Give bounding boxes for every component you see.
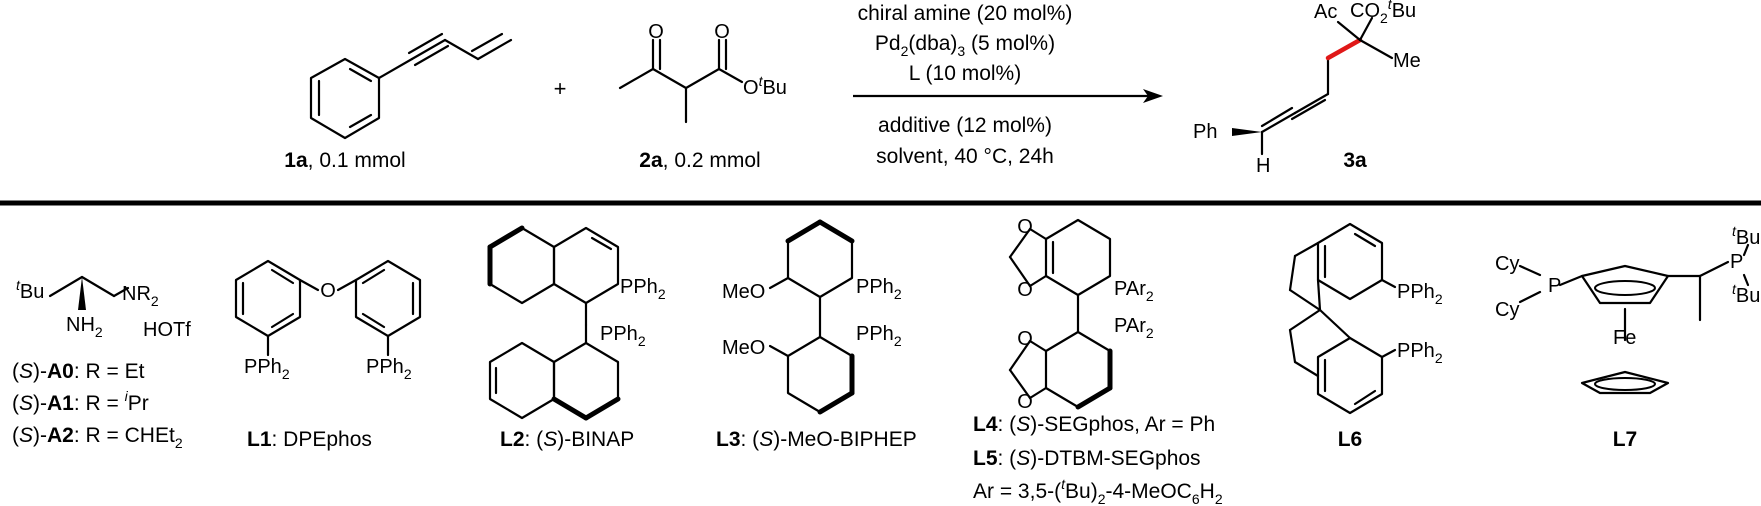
wedge-bond bbox=[78, 277, 86, 310]
substrate-2a-structure bbox=[618, 38, 744, 124]
atom-label: Cy bbox=[1495, 253, 1519, 275]
atom-label: O bbox=[320, 280, 336, 302]
amine-structure bbox=[48, 275, 130, 298]
atom-label-par2: PAr2 bbox=[1114, 315, 1154, 341]
atom-label: O bbox=[1017, 328, 1033, 350]
atom-label: Fe bbox=[1613, 327, 1636, 349]
atom-label-otbu: OtBu bbox=[743, 73, 787, 99]
atom-label: Ac bbox=[1314, 1, 1337, 23]
atom-label: O bbox=[714, 21, 730, 43]
ligand-l3-caption: L3: (S)-MeO-BIPHEP bbox=[716, 428, 917, 451]
ligand-l5-ar-definition: Ar = 3,5-(tBu)2-4-MeOC6H2 bbox=[973, 476, 1223, 506]
atom-label: O bbox=[1017, 279, 1033, 301]
ligand-l1-caption: L1: DPEphos bbox=[247, 428, 372, 451]
plus-sign: + bbox=[554, 76, 567, 101]
condition-line: solvent, 40 °C, 24h bbox=[876, 145, 1054, 168]
amine-a1-label: (S)-A1: R = iPr bbox=[12, 388, 149, 415]
atom-label: Cy bbox=[1495, 299, 1519, 321]
substrate-1a-structure bbox=[309, 32, 513, 140]
atom-label-pph2: PPh2 bbox=[244, 356, 290, 382]
condition-line: additive (12 mol%) bbox=[878, 114, 1052, 137]
ligand-l7-caption: L7 bbox=[1613, 428, 1638, 451]
ligand-l6-caption: L6 bbox=[1338, 428, 1363, 451]
condition-line: chiral amine (20 mol%) bbox=[858, 2, 1073, 25]
ligand-l6-structure bbox=[1288, 222, 1397, 415]
ligand-l4-caption: L4: (S)-SEGphos, Ar = Ph bbox=[973, 413, 1215, 436]
atom-label: P bbox=[1730, 251, 1743, 273]
atom-label: MeO bbox=[722, 337, 765, 359]
atom-label-co2tbu: CO2tBu bbox=[1350, 0, 1416, 26]
atom-label: P bbox=[1548, 275, 1561, 297]
substrate-1a-caption: 1a, 0.1 mmol bbox=[284, 149, 405, 172]
ligand-l2-structure bbox=[487, 225, 621, 421]
substrate-2a-caption: 2a, 0.2 mmol bbox=[639, 149, 760, 172]
atom-label-pph2: PPh2 bbox=[620, 276, 666, 302]
atom-label-tbu: tBu bbox=[1732, 223, 1760, 249]
condition-line: Pd2(dba)3 (5 mol%) bbox=[875, 32, 1055, 59]
atom-label-tbu: tBu bbox=[1732, 281, 1760, 307]
product-3a-caption: 3a bbox=[1343, 149, 1367, 172]
atom-label: MeO bbox=[722, 281, 765, 303]
atom-label-pph2: PPh2 bbox=[856, 276, 902, 302]
atom-label-tbu: tBu bbox=[16, 277, 44, 303]
atom-label: O bbox=[1017, 216, 1033, 238]
atom-label: Ph bbox=[1193, 121, 1217, 143]
atom-label-pph2: PPh2 bbox=[366, 356, 412, 382]
atom-label: Me bbox=[1393, 50, 1421, 72]
atom-label-nh2: NH2 bbox=[66, 314, 103, 340]
atom-label-pph2: PPh2 bbox=[1397, 340, 1443, 366]
wedge-bond bbox=[1232, 128, 1262, 136]
condition-line: L (10 mol%) bbox=[909, 62, 1021, 85]
ligand-l4-l5-structure bbox=[1008, 218, 1113, 410]
atom-label: O bbox=[648, 21, 664, 43]
atom-label: H bbox=[1256, 155, 1270, 177]
ligand-l3-structure bbox=[768, 219, 855, 415]
product-3a-structure bbox=[1260, 16, 1394, 156]
atom-label: HOTf bbox=[143, 319, 191, 341]
amine-a2-label: (S)-A2: R = CHEt2 bbox=[12, 424, 183, 451]
atom-label-pph2: PPh2 bbox=[856, 323, 902, 349]
ligand-l2-caption: L2: (S)-BINAP bbox=[500, 428, 634, 451]
ligand-l1-structure bbox=[234, 259, 422, 357]
atom-label-pph2: PPh2 bbox=[600, 323, 646, 349]
ligand-l7-structure bbox=[1518, 243, 1750, 395]
atom-label-par2: PAr2 bbox=[1114, 278, 1154, 304]
atom-label-pph2: PPh2 bbox=[1397, 281, 1443, 307]
ligand-l5-caption: L5: (S)-DTBM-SEGphos bbox=[973, 447, 1201, 470]
atom-label-nr2: NR2 bbox=[122, 283, 159, 309]
atom-label: O bbox=[1017, 391, 1033, 413]
amine-a0-label: (S)-A0: R = Et bbox=[12, 360, 145, 383]
reaction-arrow-head bbox=[1143, 89, 1163, 103]
